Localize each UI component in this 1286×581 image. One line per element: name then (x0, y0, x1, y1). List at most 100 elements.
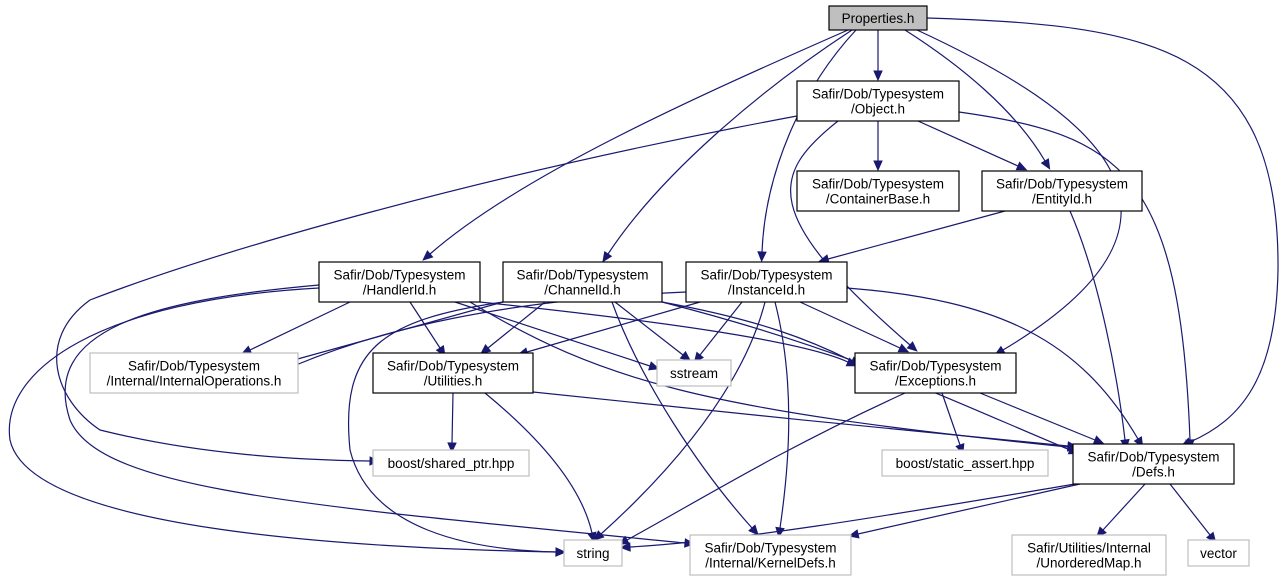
arrowhead-defs-to-string (619, 542, 631, 552)
edge-defs-to-kerneldefs (847, 483, 1081, 539)
node-sstream[interactable]: sstream (656, 359, 732, 387)
edge-instanceid-to-kerneldefs (774, 301, 790, 539)
node-sharedptr[interactable]: boost/shared_ptr.hpp (372, 449, 530, 477)
arrowhead-exceptions-to-defs (1092, 435, 1105, 445)
node-channelid[interactable]: Safir/Dob/Typesystem/ChannelId.h (502, 261, 663, 303)
node-label-line: sstream (670, 366, 718, 381)
edge-defs-to-unorderedmap (1096, 483, 1146, 538)
node-label-line: Safir/Utilities/Internal (1027, 541, 1151, 556)
node-label-line: /Internal/InternalOperations.h (107, 374, 282, 389)
edge-exceptions-to-defs (979, 392, 1105, 445)
edge-handlerid-to-string (8, 287, 567, 557)
node-utilities[interactable]: Safir/Dob/Typesystem/Utilities.h (372, 352, 534, 394)
edge-utilities-to-string (484, 392, 597, 544)
node-label-line: /Defs.h (1132, 465, 1175, 480)
edge-channelid-to-string (348, 301, 567, 557)
node-label-line: string (576, 546, 609, 561)
node-box (502, 261, 663, 303)
node-containerbase[interactable]: Safir/Dob/Typesystem/ContainerBase.h (796, 170, 960, 212)
node-box (854, 352, 1017, 394)
edge-defs-to-vector (1169, 483, 1217, 544)
node-box (796, 170, 960, 212)
edge-instanceid-to-exceptions (799, 301, 910, 353)
node-box (1187, 539, 1250, 567)
node-label-line: /InstanceId.h (728, 283, 805, 298)
edge-properties-to-entityid (904, 29, 1051, 170)
node-label-line: Safir/Dob/Typesystem (333, 268, 465, 283)
arrowhead-instanceid-to-exceptions (897, 343, 910, 353)
node-label-line: Safir/Dob/Typesystem (128, 359, 260, 374)
node-box (828, 5, 928, 31)
node-box (1011, 534, 1167, 576)
node-box (796, 80, 960, 122)
edge-properties-to-instanceid (757, 29, 857, 263)
node-box (1072, 443, 1235, 485)
nodes-layer: Properties.hSafir/Dob/Typesystem/Object.… (89, 5, 1250, 576)
node-unorderedmap[interactable]: Safir/Utilities/Internal/UnorderedMap.h (1011, 534, 1167, 576)
arrowhead-properties-to-instanceid (757, 251, 767, 263)
edge-properties-to-object (873, 30, 883, 82)
node-box (656, 359, 732, 387)
node-internalops[interactable]: Safir/Dob/Typesystem/Internal/InternalOp… (89, 352, 299, 394)
edge-handlerid-to-utilities (409, 301, 446, 357)
edge-utilities-to-sharedptr (447, 392, 457, 454)
node-label-line: boost/static_assert.hpp (896, 456, 1035, 471)
node-box (689, 534, 852, 576)
edge-entityid-to-instanceid (818, 210, 1006, 264)
node-box (981, 170, 1143, 212)
edge-entityid-to-defs (1069, 210, 1130, 451)
node-label-line: Safir/Dob/Typesystem (1087, 450, 1219, 465)
arrowhead-instanceid-to-string (593, 530, 605, 541)
node-vector[interactable]: vector (1187, 539, 1250, 567)
edge-defs-to-string (619, 483, 1076, 552)
edge-channelid-to-sstream (614, 301, 692, 362)
arrowhead-utilities-to-sharedptr (447, 442, 457, 454)
node-label-line: boost/shared_ptr.hpp (388, 456, 515, 471)
node-defs[interactable]: Safir/Dob/Typesystem/Defs.h (1072, 443, 1235, 485)
arrowhead-channelid-to-kerneldefs (748, 524, 759, 536)
node-label-line: Safir/Dob/Typesystem (704, 541, 836, 556)
edge-properties-to-handlerid (422, 29, 849, 261)
arrowhead-properties-to-entityid (1040, 158, 1051, 170)
node-label-line: /ContainerBase.h (826, 192, 930, 207)
edge-object-to-containerbase (873, 121, 883, 172)
node-staticassert[interactable]: boost/static_assert.hpp (881, 449, 1049, 477)
node-label-line: /EntityId.h (1032, 192, 1092, 207)
edge-channelid-to-kerneldefs (611, 301, 759, 536)
arrowhead-object-to-entityid (1015, 161, 1028, 171)
node-label-line: Properties.h (842, 11, 915, 26)
node-label-line: /ChannelId.h (544, 283, 621, 298)
node-box (89, 352, 299, 394)
node-instanceid[interactable]: Safir/Dob/Typesystem/InstanceId.h (685, 261, 848, 303)
arrowhead-channelid-to-utilities (480, 343, 492, 355)
node-label-line: /Exceptions.h (895, 374, 976, 389)
edge-handlerid-to-kerneldefs (64, 284, 696, 548)
node-exceptions[interactable]: Safir/Dob/Typesystem/Exceptions.h (854, 352, 1017, 394)
edge-object-to-exceptions (789, 120, 918, 352)
edge-object-to-entityid (917, 120, 1028, 171)
node-handlerid[interactable]: Safir/Dob/Typesystem/HandlerId.h (318, 261, 481, 303)
node-label-line: Safir/Dob/Typesystem (812, 87, 944, 102)
arrowhead-object-to-containerbase (873, 160, 883, 172)
arrowhead-properties-to-channelid (602, 250, 613, 263)
node-object[interactable]: Safir/Dob/Typesystem/Object.h (796, 80, 960, 122)
node-properties[interactable]: Properties.h (828, 5, 928, 31)
node-entityid[interactable]: Safir/Dob/Typesystem/EntityId.h (981, 170, 1143, 212)
node-box (318, 261, 481, 303)
node-string[interactable]: string (563, 539, 623, 567)
node-label-line: Safir/Dob/Typesystem (996, 177, 1128, 192)
arrowhead-channelid-to-string (555, 547, 567, 557)
node-kerneldefs[interactable]: Safir/Dob/Typesystem/Internal/KernelDefs… (689, 534, 852, 576)
node-label-line: Safir/Dob/Typesystem (869, 359, 1001, 374)
arrowhead-channelid-to-sstream (679, 350, 692, 362)
arrowhead-handlerid-to-sstream (648, 361, 660, 371)
node-box (685, 261, 848, 303)
node-label-line: /Utilities.h (424, 374, 483, 389)
edge-properties-to-channelid (602, 29, 853, 263)
arrowhead-properties-to-handlerid (422, 250, 434, 261)
node-label-line: /Object.h (851, 102, 905, 117)
node-label-line: Safir/Dob/Typesystem (516, 268, 648, 283)
edge-handlerid-to-internalops (240, 301, 351, 355)
node-label-line: /HandlerId.h (363, 283, 437, 298)
